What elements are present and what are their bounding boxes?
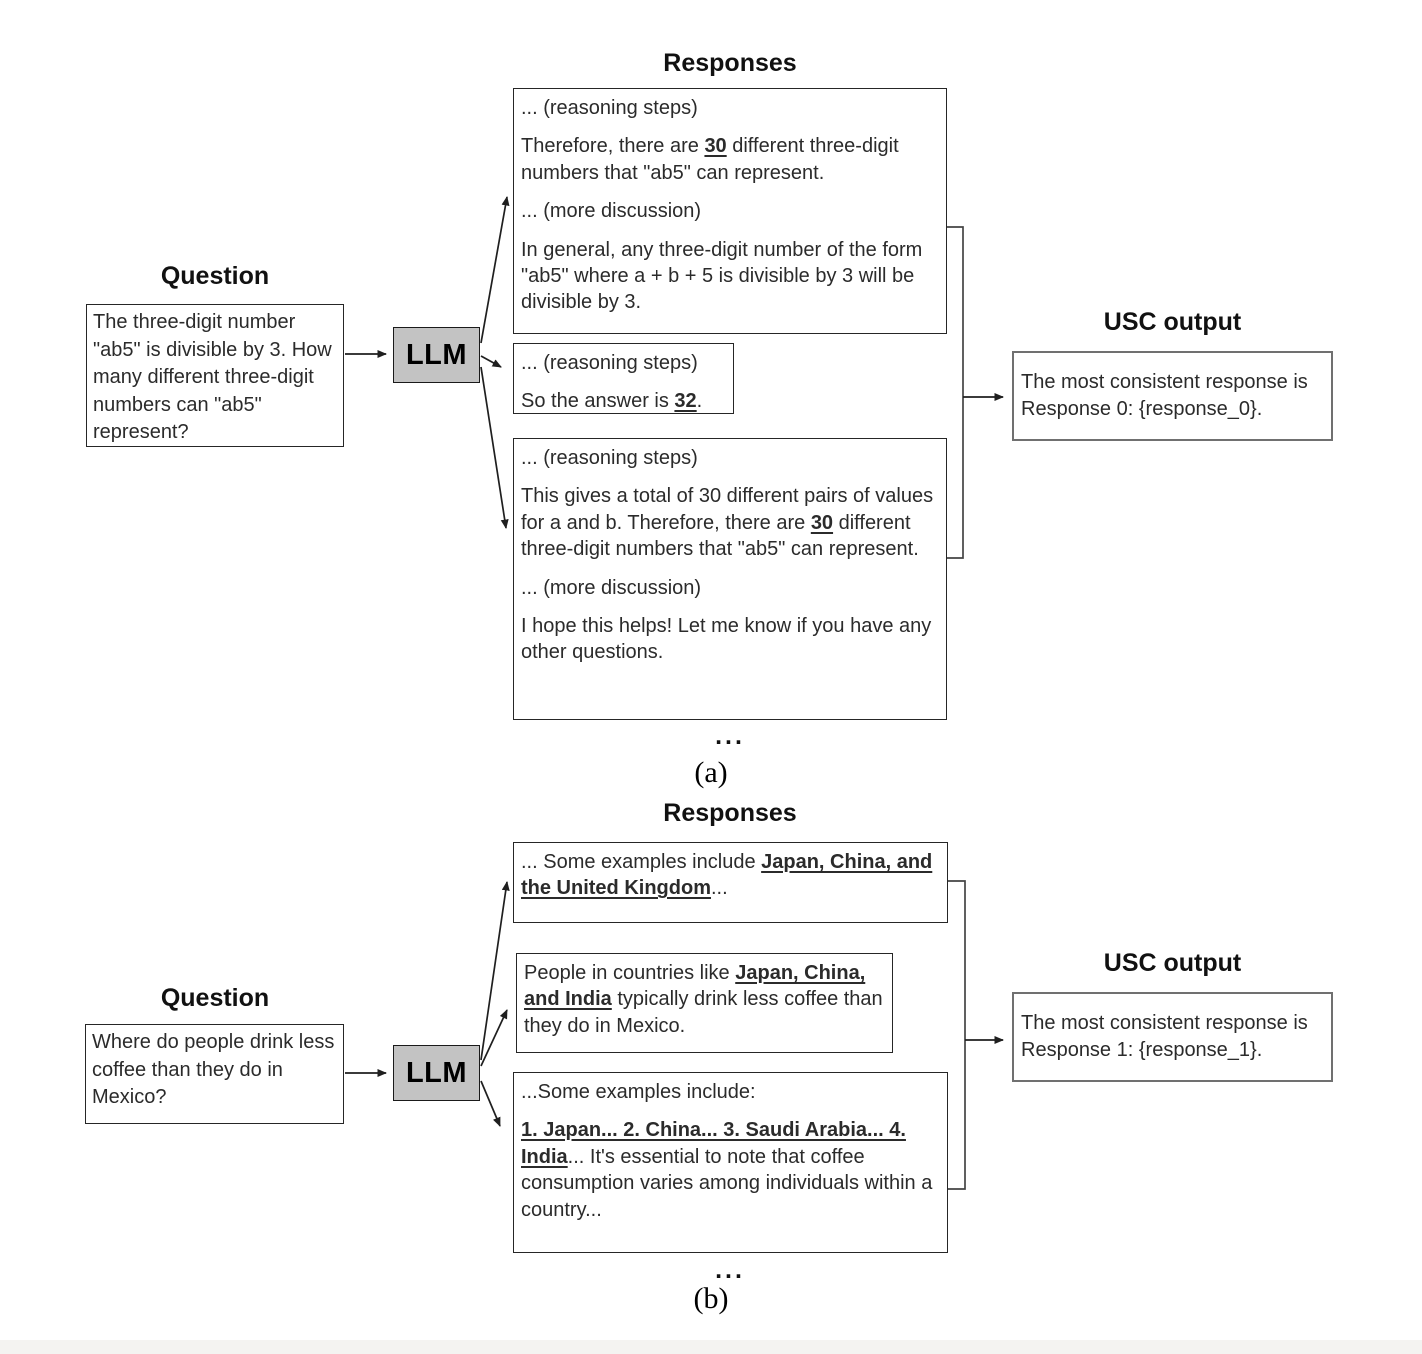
- text-segment: different three-digit numbers that "ab5"…: [521, 135, 899, 184]
- usc-output-text-a: The most consistent response is Response…: [1021, 371, 1308, 420]
- text-segment: 30: [810, 511, 834, 534]
- bracket-responses-a: [947, 226, 964, 559]
- text-segment: ... It's essential to note that coffee c…: [521, 1145, 933, 1221]
- text-segment: This gives a total of 30 different pairs…: [521, 485, 934, 534]
- text-segment: ...: [710, 877, 728, 900]
- text-segment: .: [696, 390, 703, 413]
- text-segment: 32: [674, 390, 697, 413]
- responses-title-a: Responses: [663, 49, 797, 77]
- arrow-llm-to-response3-b: [480, 1080, 501, 1127]
- text-segment: ...Some examples include:: [521, 1081, 756, 1103]
- text-segment: Japan, China, and India: [524, 962, 866, 1011]
- text-segment: Japan, China, and the United Kingdom: [521, 851, 933, 900]
- arrow-llm-to-response1-a: [480, 196, 510, 344]
- text-segment: ... Some examples include: [521, 851, 762, 873]
- question-box-b: Where do people drink less coffee than t…: [85, 1024, 344, 1124]
- arrow-llm-to-response2-b: [480, 1009, 508, 1067]
- subfigure-caption-a: (a): [694, 756, 728, 789]
- usc-output-title-a: USC output: [1103, 308, 1242, 336]
- subfigure-caption-b: (b): [693, 1282, 729, 1315]
- question-text-b: Where do people drink less coffee than t…: [92, 1031, 335, 1109]
- text-segment: ... (reasoning steps): [521, 97, 698, 119]
- responses-title-b: Responses: [663, 799, 797, 827]
- response-box-a-0: ... (reasoning steps) Therefore, there ar…: [513, 88, 947, 334]
- text-segment: ... (reasoning steps): [521, 447, 698, 469]
- response-box-b-2: ...Some examples include: 1. Japan... 2. …: [513, 1072, 948, 1253]
- question-title-a: Question: [160, 262, 270, 290]
- text-segment: ... (more discussion): [521, 576, 702, 599]
- text-segment: So the answer is: [521, 390, 675, 413]
- arrow-llm-to-response1-b: [480, 881, 510, 1061]
- response-box-b-0: ... Some examples include Japan, China, …: [513, 842, 948, 923]
- text-segment: typically drink less coffee than they do…: [524, 988, 883, 1037]
- text-segment: 1. Japan... 2. China... 3. Saudi Arabia.…: [521, 1119, 906, 1168]
- text-segment: ... (reasoning steps): [521, 352, 698, 374]
- text-segment: I hope this helps! Let me know if you ha…: [521, 614, 932, 664]
- llm-box-b: LLM: [393, 1045, 480, 1101]
- llm-box-a: LLM: [393, 327, 480, 383]
- ellipsis-b: ...: [715, 1256, 745, 1284]
- text-segment: ... (more discussion): [521, 200, 702, 223]
- question-text-a: The three-digit number "ab5" is divisibl…: [93, 311, 332, 444]
- question-title-b: Question: [160, 984, 270, 1012]
- response-box-a-1: ... (reasoning steps) So the answer is 32…: [513, 343, 734, 414]
- question-box-a: The three-digit number "ab5" is divisibl…: [86, 304, 344, 447]
- text-segment: 30: [704, 135, 727, 158]
- usc-output-box-b: The most consistent response is Response…: [1012, 992, 1333, 1082]
- arrow-llm-to-response3-a: [480, 366, 509, 529]
- usc-output-text-b: The most consistent response is Response…: [1021, 1012, 1308, 1061]
- bracket-responses-b: [945, 880, 966, 1190]
- text-segment: different three-digit numbers that "ab5"…: [521, 511, 919, 561]
- ellipsis-a: ...: [715, 722, 745, 750]
- response-box-b-1: People in countries like Japan, China, a…: [516, 953, 893, 1053]
- usc-output-title-b: USC output: [1103, 949, 1242, 977]
- text-segment: In general, any three-digit number of th…: [521, 238, 923, 314]
- usc-output-box-a: The most consistent response is Response…: [1012, 351, 1333, 441]
- bottom-strip: [0, 1340, 1422, 1354]
- text-segment: People in countries like: [524, 962, 736, 984]
- response-box-a-2: ... (reasoning steps) This gives a total …: [513, 438, 947, 720]
- text-segment: Therefore, there are: [521, 135, 705, 158]
- arrow-llm-to-response2-a: [480, 355, 502, 368]
